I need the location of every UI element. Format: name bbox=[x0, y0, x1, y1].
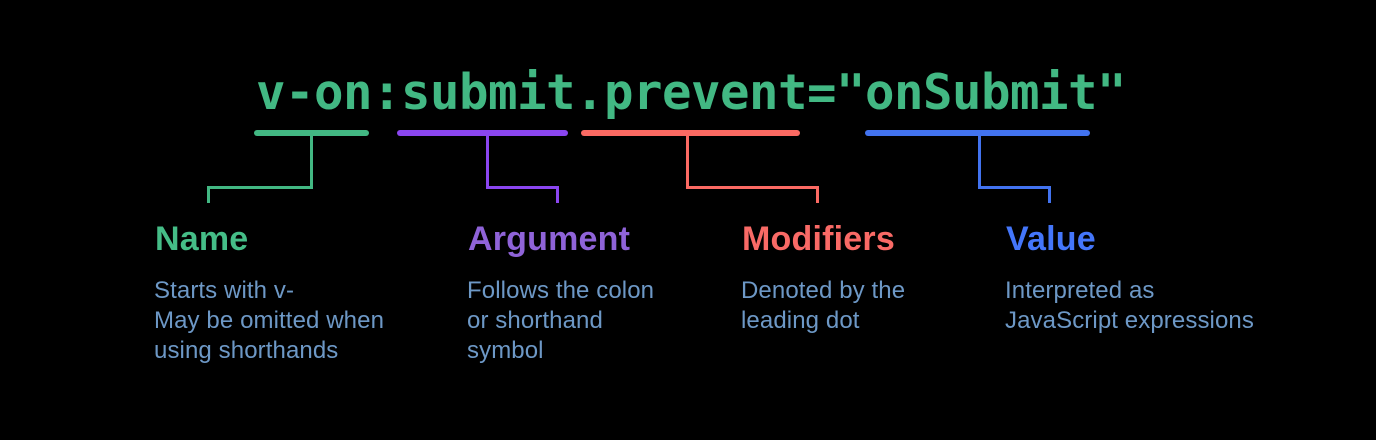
description-line: JavaScript expressions bbox=[1005, 307, 1254, 334]
label-modifiers: Modifiers bbox=[742, 220, 895, 258]
description-line: or shorthand bbox=[467, 307, 603, 334]
description-argument: Follows the colon or shorthand symbol bbox=[467, 276, 654, 366]
connector-value-endtick bbox=[1048, 186, 1051, 203]
connector-modifiers-horizontal bbox=[686, 186, 819, 189]
connector-name-endtick bbox=[207, 186, 210, 203]
description-line: Starts with v- bbox=[154, 277, 295, 304]
underline-name bbox=[254, 130, 369, 136]
connector-modifiers-endtick bbox=[816, 186, 819, 203]
description-line: leading dot bbox=[741, 307, 860, 334]
connector-name-vertical bbox=[310, 136, 313, 189]
description-name: Starts with v- May be omitted when using… bbox=[154, 276, 384, 366]
underline-modifiers bbox=[581, 130, 800, 136]
connector-value-horizontal bbox=[978, 186, 1051, 189]
connector-name-horizontal bbox=[207, 186, 313, 189]
description-line: Interpreted as bbox=[1005, 277, 1155, 304]
description-line: Denoted by the bbox=[741, 277, 906, 304]
description-line: symbol bbox=[467, 337, 544, 364]
label-value: Value bbox=[1006, 220, 1096, 258]
label-argument: Argument bbox=[468, 220, 631, 258]
label-name: Name bbox=[155, 220, 249, 258]
description-modifiers: Denoted by the leading dot bbox=[741, 276, 905, 336]
connector-modifiers-vertical bbox=[686, 136, 689, 189]
description-line: using shorthands bbox=[154, 337, 339, 364]
underline-value bbox=[865, 130, 1090, 136]
description-value: Interpreted as JavaScript expressions bbox=[1005, 276, 1254, 336]
code-snippet: v-on:submit.prevent="onSubmit" bbox=[256, 64, 1127, 121]
underline-argument bbox=[397, 130, 568, 136]
connector-value-vertical bbox=[978, 136, 981, 189]
description-line: May be omitted when bbox=[154, 307, 385, 334]
description-line: Follows the colon bbox=[467, 277, 655, 304]
connector-argument-vertical bbox=[486, 136, 489, 189]
connector-argument-endtick bbox=[556, 186, 559, 203]
connector-argument-horizontal bbox=[486, 186, 559, 189]
